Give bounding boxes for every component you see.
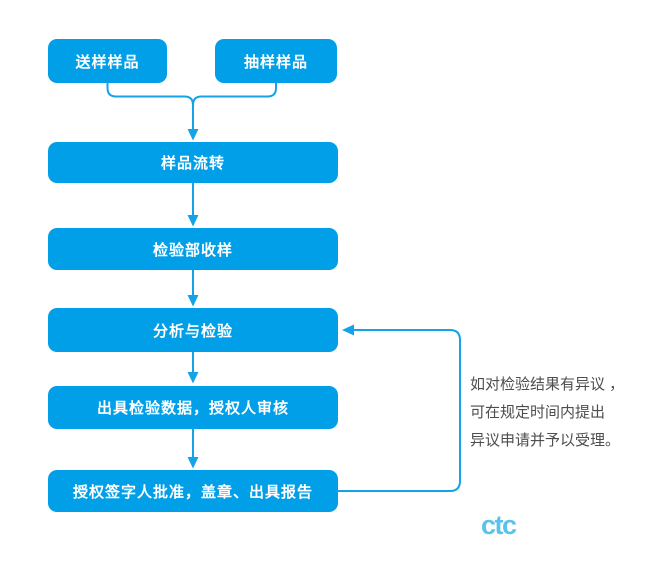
merge-connector-right [192,83,277,106]
box-approval-stamp-report: 授权签字人批准，盖章、出具报告 [48,470,338,512]
arrowhead-to-approval [187,457,199,469]
box-sample-drawn: 抽样样品 [215,39,337,83]
feedback-note-line-2: 可在规定时间内提出 [470,404,606,421]
feedback-note-line-1: 如对检验结果有异议 ， [470,376,625,393]
feedback-loop-line [338,329,461,492]
arrowhead-to-receiving [187,215,199,227]
arrowhead-to-analysis [187,295,199,307]
arrowhead-feedback-left [342,324,354,336]
box-analysis-inspection: 分析与检验 [48,308,338,352]
box-sample-circulation: 样品流转 [48,142,338,183]
merge-connector-left [106,83,194,130]
box-inspection-dept-receiving: 检验部收样 [48,228,338,270]
box-issue-data-review: 出具检验数据，授权人审核 [48,386,338,429]
feedback-note: 如对检验结果有异议 ， 可在规定时间内提出 异议申请并予以受理。 [470,371,665,455]
arrowhead-to-data [187,372,199,384]
feedback-note-line-3: 异议申请并予以受理。 [470,432,621,449]
ctc-logo: ctc [481,510,517,540]
arrowhead-merge-down [187,129,199,141]
box-sample-submission: 送样样品 [48,39,167,83]
